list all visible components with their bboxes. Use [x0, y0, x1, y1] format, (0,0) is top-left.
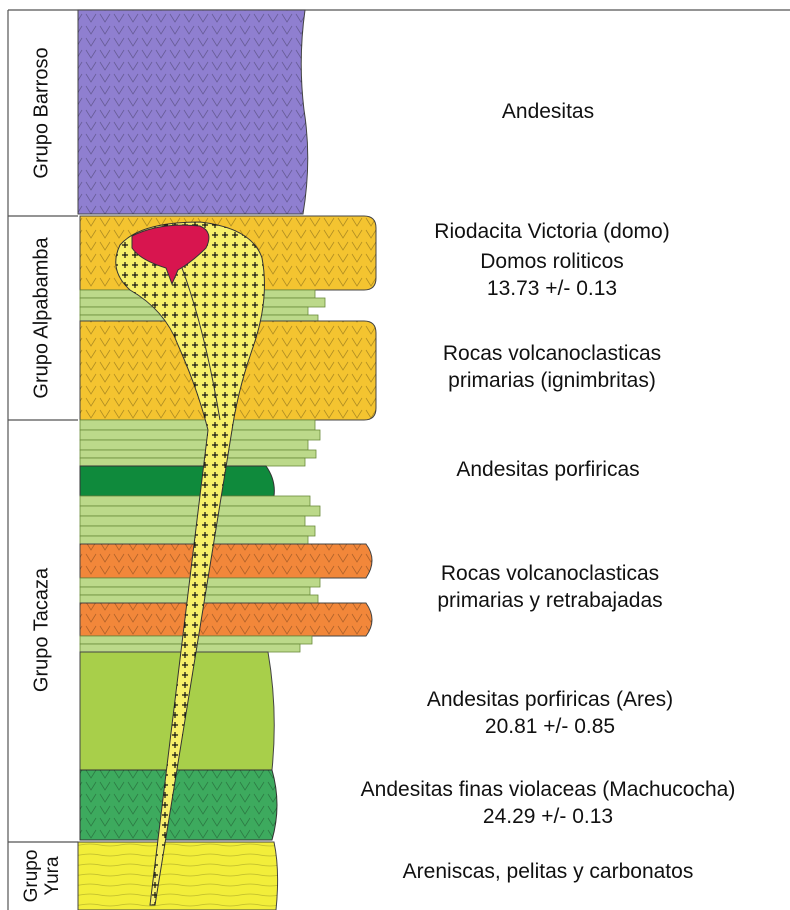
label-andesitas: Andesitas: [502, 98, 594, 125]
label-machucocha-text: Andesitas finas violaceas (Machucocha): [361, 776, 736, 803]
label-ares-age: 20.81 +/- 0.85: [427, 713, 673, 740]
label-domos-age: 13.73 +/- 0.13: [434, 275, 669, 302]
group-label-yura-line1: Grupo: [21, 850, 42, 903]
label-ignimbritas-line2: primarias (ignimbritas): [443, 367, 661, 394]
layer-yura-yellow: [78, 842, 278, 910]
label-machucocha: Andesitas finas violaceas (Machucocha) 2…: [361, 776, 736, 830]
label-ignimbritas-line1: Rocas volcanoclasticas: [443, 340, 661, 367]
layer-machucocha-teal: [80, 770, 277, 840]
label-retrabajadas: Rocas volcanoclasticas primarias y retra…: [437, 560, 662, 614]
layer-orange-upper: [80, 544, 372, 578]
layer-thin-green-bands-middle: [80, 420, 320, 466]
label-machucocha-age: 24.29 +/- 0.13: [361, 803, 736, 830]
group-label-yura: Grupo Yura: [21, 850, 63, 903]
layer-andesitas-porfiricas-dark: [80, 466, 274, 496]
label-ignimbritas: Rocas volcanoclasticas primarias (ignimb…: [443, 340, 661, 394]
label-andesitas-porfiricas: Andesitas porfiricas: [456, 456, 639, 483]
group-label-yura-line2: Yura: [42, 850, 63, 903]
layer-barroso-andesites: [78, 10, 308, 214]
label-riodacita-domos: Riodacita Victoria (domo) Domos rolitico…: [434, 218, 669, 302]
group-label-barroso: Grupo Barroso: [31, 47, 54, 178]
label-areniscas: Areniscas, pelitas y carbonatos: [403, 858, 694, 885]
label-domos-text: Domos roliticos: [434, 248, 669, 275]
label-retrabajadas-line1: Rocas volcanoclasticas: [437, 560, 662, 587]
label-ares: Andesitas porfiricas (Ares) 20.81 +/- 0.…: [427, 686, 673, 740]
group-label-tacaza: Grupo Tacaza: [31, 568, 54, 692]
label-areniscas-text: Areniscas, pelitas y carbonatos: [403, 858, 694, 885]
label-retrabajadas-line2: primarias y retrabajadas: [437, 587, 662, 614]
layer-orange-lower: [80, 603, 372, 636]
label-andesitas-text: Andesitas: [502, 98, 594, 125]
label-porfiricas-text: Andesitas porfiricas: [456, 456, 639, 483]
group-label-alpabamba: Grupo Alpabamba: [31, 237, 54, 398]
label-ares-text: Andesitas porfiricas (Ares): [427, 686, 673, 713]
label-riodacita-text: Riodacita Victoria (domo): [434, 218, 669, 245]
